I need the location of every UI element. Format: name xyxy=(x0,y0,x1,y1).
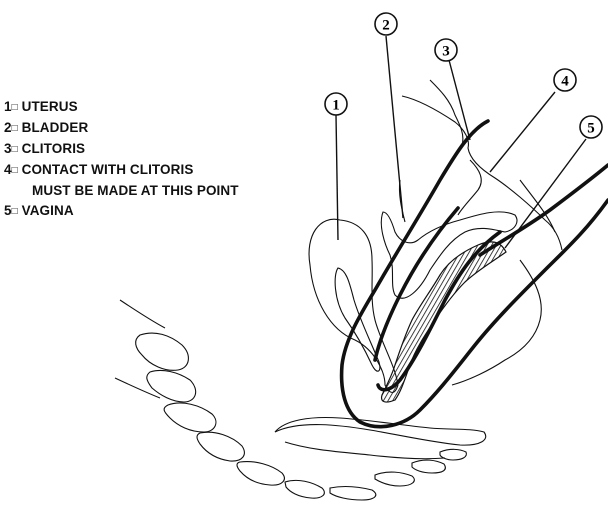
callout-1: 1 xyxy=(325,93,347,115)
uterus-outline xyxy=(309,219,398,392)
callout-4: 4 xyxy=(554,69,576,91)
clitoris-region xyxy=(402,80,562,250)
callout-3: 3 xyxy=(435,39,457,61)
callout-4-label: 4 xyxy=(561,74,569,90)
callout-5: 5 xyxy=(580,116,602,138)
callout-5-label: 5 xyxy=(587,121,595,137)
callout-1-label: 1 xyxy=(332,98,340,114)
callout-leaders xyxy=(336,36,586,248)
callout-2: 2 xyxy=(375,13,397,35)
callout-2-label: 2 xyxy=(382,18,390,34)
callout-3-label: 3 xyxy=(442,44,450,60)
